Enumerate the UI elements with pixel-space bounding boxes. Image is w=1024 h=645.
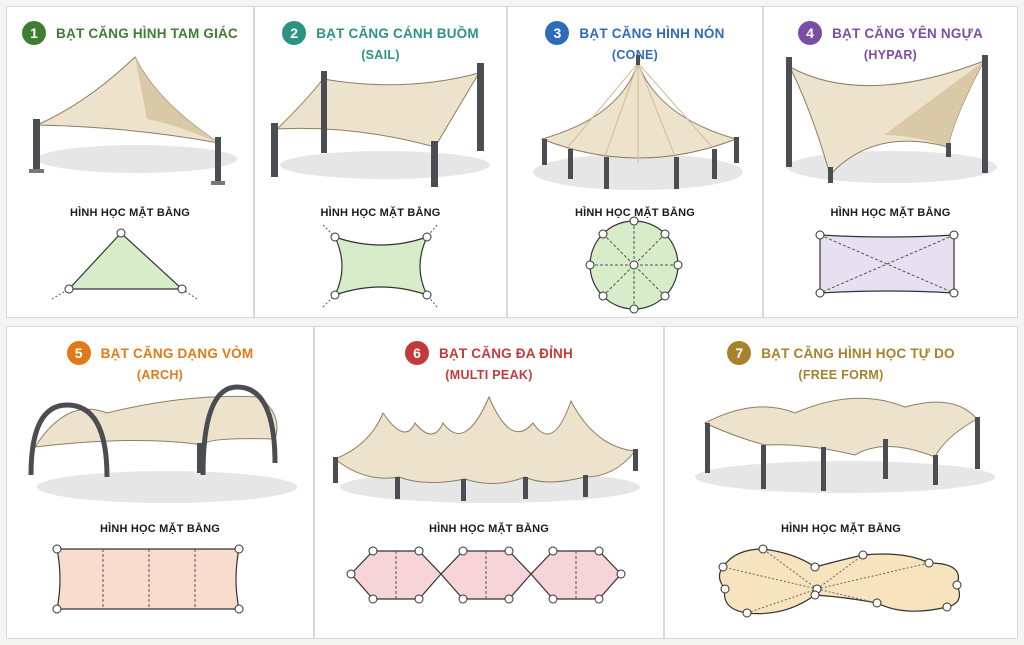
panel-subtitle: (SAIL)	[361, 48, 400, 62]
plan-label: HÌNH HỌC MẶT BẰNG	[830, 207, 951, 219]
panel-header: 1 BẠT CĂNG HÌNH TAM GIÁC	[7, 21, 253, 45]
number-badge: 3	[545, 21, 570, 45]
panel-header: 3 BẠT CĂNG HÌNH NÓN (CONE)	[508, 21, 762, 62]
number-badge: 2	[282, 21, 307, 45]
plan-label: HÌNH HỌC MẶT BẰNG	[780, 523, 902, 535]
panel-triangle: 1 BẠT CĂNG HÌNH TAM GIÁC HÌNH HỌC MẶT BẰ…	[6, 6, 254, 318]
panel-free-form: 7 BẠT CĂNG HÌNH HỌC TỰ DO (FREE FORM) HÌ…	[664, 326, 1018, 639]
multi-peak-illustration	[333, 395, 640, 503]
number-badge: 4	[798, 21, 823, 45]
panel-title: BẠT CĂNG HÌNH TAM GIÁC	[56, 25, 238, 41]
panel-header: 4 BẠT CĂNG YÊN NGỰA (HYPAR)	[764, 21, 1017, 62]
panel-title: BẠT CĂNG YÊN NGỰA	[832, 25, 983, 41]
panel-title: BẠT CĂNG CÁNH BUỒM	[316, 25, 479, 41]
triangle-illustration	[29, 56, 237, 185]
plan-label: HÌNH HỌC MẶT BẰNG	[99, 523, 221, 535]
panel-hypar: 4 BẠT CĂNG YÊN NGỰA (HYPAR) HÌNH HỌC MẶT…	[763, 6, 1018, 318]
panel-subtitle: (HYPAR)	[863, 48, 918, 62]
panel-header: 2 BẠT CĂNG CÁNH BUỒM (SAIL)	[255, 21, 506, 62]
plan-label: HÌNH HỌC MẶT BẰNG	[574, 207, 696, 219]
panel-arch: 5 BẠT CĂNG DẠNG VÒM (ARCH) HÌNH HỌC MẶT …	[6, 326, 314, 639]
multi-peak-plan	[346, 546, 626, 604]
free-form-illustration	[695, 397, 995, 493]
panel-subtitle: (CONE)	[611, 48, 659, 62]
triangle-plan	[51, 228, 198, 300]
plan-label: HÌNH HỌC MẶT BẰNG	[428, 523, 550, 535]
cone-illustration	[533, 55, 743, 190]
arch-plan	[52, 544, 244, 614]
panel-cone: 3 BẠT CĂNG HÌNH NÓN (CONE) HÌNH HỌC MẶT …	[507, 6, 763, 318]
sail-plan	[322, 224, 438, 308]
panel-title: BẠT CĂNG HÌNH NÓN	[579, 25, 725, 41]
panel-subtitle: (ARCH)	[136, 368, 184, 382]
panel-sail: 2 BẠT CĂNG CÁNH BUỒM (SAIL) HÌNH HỌC MẶT…	[254, 6, 507, 318]
panel-header: 5 BẠT CĂNG DẠNG VÒM (ARCH)	[7, 341, 313, 382]
panel-multi-peak: 6 BẠT CĂNG ĐA ĐỈNH (MULTI PEAK) HÌNH HỌC…	[314, 326, 664, 639]
number-badge: 7	[727, 341, 752, 365]
cone-plan	[585, 216, 683, 314]
plan-label: HÌNH HỌC MẶT BẰNG	[320, 207, 441, 219]
panel-header: 7 BẠT CĂNG HÌNH HỌC TỰ DO (FREE FORM)	[665, 341, 1017, 382]
arch-illustration	[28, 384, 297, 503]
number-badge: 6	[405, 341, 430, 365]
number-badge: 1	[22, 21, 47, 45]
panel-title: BẠT CĂNG HÌNH HỌC TỰ DO	[761, 345, 955, 361]
panel-title: BẠT CĂNG DẠNG VÒM	[100, 345, 254, 361]
sail-illustration	[271, 63, 490, 187]
hypar-plan	[815, 230, 959, 298]
number-badge: 5	[66, 341, 91, 365]
hypar-illustration	[786, 55, 997, 183]
panel-header: 6 BẠT CĂNG ĐA ĐỈNH (MULTI PEAK)	[315, 341, 663, 382]
plan-label: HÌNH HỌC MẶT BẰNG	[69, 207, 191, 219]
panel-subtitle: (FREE FORM)	[798, 368, 884, 382]
free-form-plan	[718, 544, 962, 618]
panel-subtitle: (MULTI PEAK)	[445, 368, 533, 382]
panel-title: BẠT CĂNG ĐA ĐỈNH	[439, 345, 573, 361]
